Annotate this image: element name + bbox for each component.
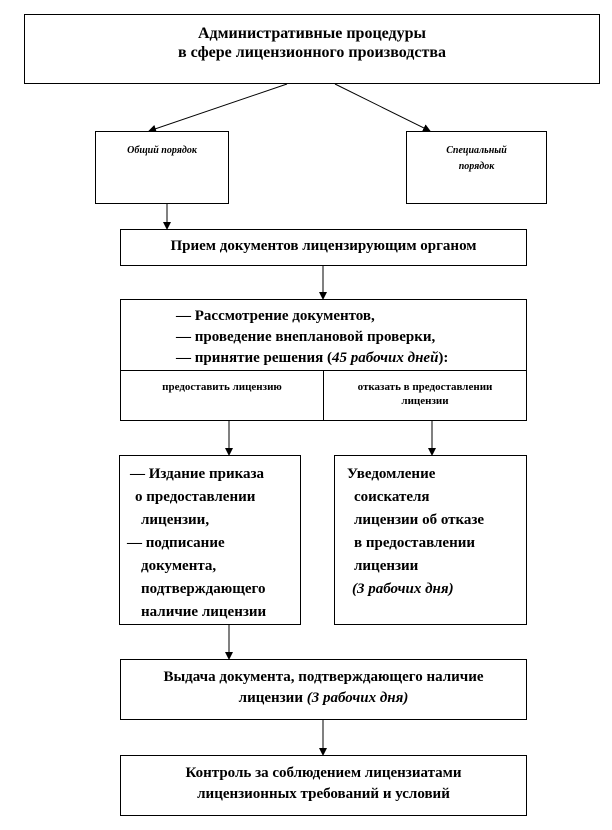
grant-license-cell: предоставить лицензию xyxy=(121,380,323,394)
license-document-issue-line2: лицензии (3 рабочих дня) xyxy=(121,688,526,709)
issue-order-line1: ― Издание приказа xyxy=(130,466,265,482)
general-order-box: Общий порядок xyxy=(95,131,229,204)
license-document-issue-box: Выдача документа, подтверждающего наличи… xyxy=(120,659,527,720)
review-item-1: ― Рассмотрение документов, xyxy=(176,308,375,324)
top-box-line2: в сфере лицензионного производства xyxy=(178,44,446,61)
top-box-line1: Административные процедуры xyxy=(197,25,427,42)
compliance-control-line2: лицензионных требований и условий xyxy=(197,786,450,802)
license-document-issue-deadline: (3 рабочих дня) xyxy=(306,690,409,706)
license-document-issue-line1: Выдача документа, подтверждающего наличи… xyxy=(163,669,484,685)
grant-license-label: предоставить лицензию xyxy=(162,381,282,393)
general-order-label: Общий порядок xyxy=(127,145,197,156)
review-item-3-text: ― принятие решения ( xyxy=(176,350,333,366)
refuse-license-cell: отказать в предоставлении лицензии xyxy=(324,380,526,408)
refuse-license-line2: лицензии xyxy=(401,395,449,407)
issue-order-box: ― Издание приказа о предоставлении лицен… xyxy=(119,455,301,625)
arrow-top-to-special xyxy=(334,83,431,132)
refusal-notice-deadline: (3 рабочих дня) xyxy=(352,581,454,597)
issue-order-line7: наличие лицензии xyxy=(141,604,267,620)
issue-order-line5: документа, xyxy=(141,558,217,574)
issue-order-line2: о предоставлении xyxy=(135,489,256,505)
review-box: ― Рассмотрение документов, ― проведение … xyxy=(120,299,527,421)
review-items: ― Рассмотрение документов, ― проведение … xyxy=(121,300,526,369)
compliance-control-box: Контроль за соблюдением лицензиатами лиц… xyxy=(120,755,527,816)
review-item-3: ― принятие решения (45 рабочих дней): xyxy=(176,348,526,369)
document-reception-box: Прием документов лицензирующим органом xyxy=(120,229,527,266)
arrow-top-to-general xyxy=(148,83,288,133)
refusal-notice-line2: соискателя xyxy=(354,489,430,505)
review-item-3-deadline: 45 рабочих дней xyxy=(332,350,439,366)
document-reception-label: Прием документов лицензирующим органом xyxy=(170,238,477,254)
issue-order-line3: лицензии, xyxy=(141,512,210,528)
special-order-line2: порядок xyxy=(458,161,495,172)
issue-order-line4: ― подписание xyxy=(127,535,225,551)
issue-order-line6: подтверждающего xyxy=(141,581,266,597)
refuse-license-line1: отказать в предоставлении xyxy=(357,381,493,393)
refusal-notice-line3: лицензии об отказе xyxy=(354,512,485,528)
review-item-3-end: ): xyxy=(438,350,449,366)
refusal-notice-line1: Уведомление xyxy=(347,466,436,482)
license-document-issue-text: лицензии xyxy=(238,690,307,706)
special-order-box: Специальный порядок xyxy=(406,131,547,204)
top-box-admin-procedures: Административные процедуры в сфере лицен… xyxy=(24,14,600,84)
review-item-2: ― проведение внеплановой проверки, xyxy=(176,329,436,345)
refusal-notice-line4: в предоставлении xyxy=(354,535,475,551)
review-vertical-divider xyxy=(323,370,324,420)
special-order-line1: Специальный xyxy=(446,145,507,156)
refusal-notice-box: Уведомление соискателя лицензии об отказ… xyxy=(334,455,527,625)
refusal-notice-line5: лицензии xyxy=(354,558,419,574)
compliance-control-line1: Контроль за соблюдением лицензиатами xyxy=(185,765,462,781)
